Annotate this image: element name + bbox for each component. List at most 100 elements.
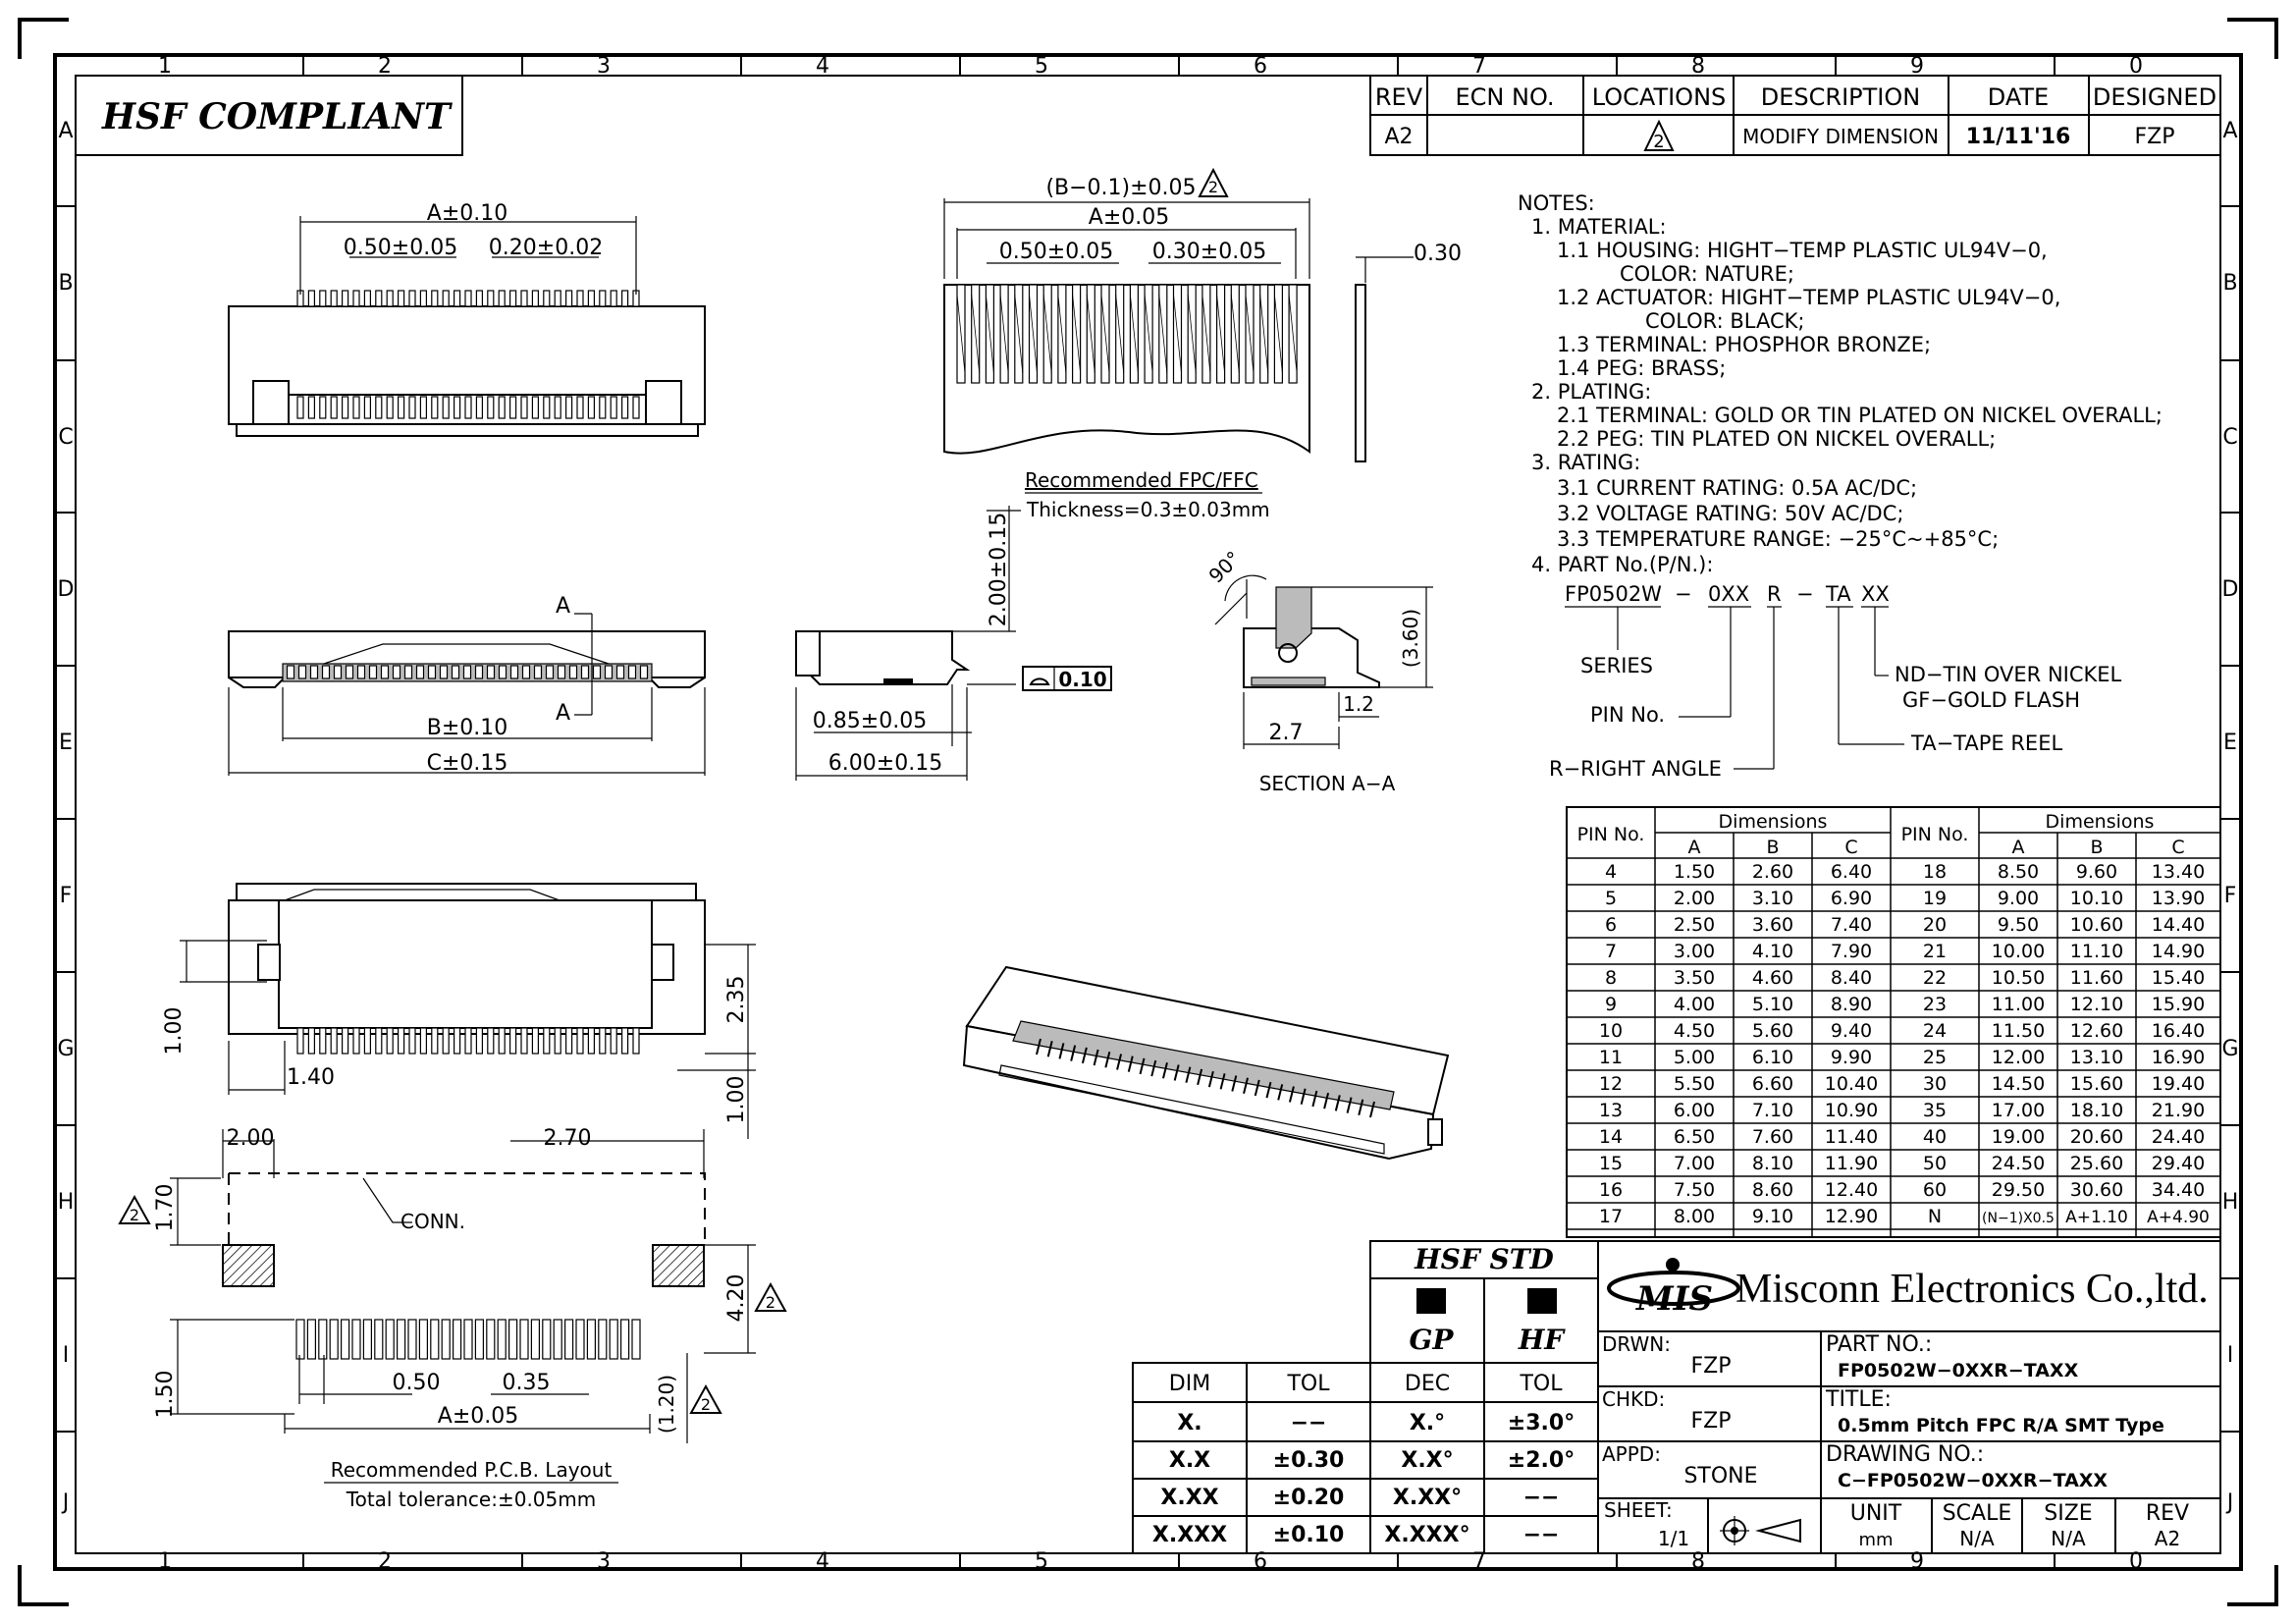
pin [520,1027,528,1055]
iso-pin [1036,1038,1041,1056]
section-view-drawing [1214,574,1433,749]
iso-pin [1334,1095,1341,1111]
pin [374,1319,384,1360]
dimensions-header: Dimensions [2046,811,2155,833]
company-name: Misconn Electronics Co.,ltd. [1735,1267,2209,1312]
pin-table-cell: 25.60 [2070,1153,2123,1174]
iso-pin [1093,1049,1099,1066]
pin [392,665,401,679]
grid-row-label: A [58,119,73,143]
fpc-lead-hatch [1230,294,1240,374]
iso-pin [1150,1059,1157,1077]
iso-pin [1243,1077,1250,1094]
notes-line: 2.2 PEG: TIN PLATED ON NICKEL OVERALL; [1557,427,1996,451]
pin-table-cell: 8.10 [1752,1153,1793,1174]
pin-table-cell: 7.00 [1674,1153,1715,1174]
pin-table-cell: 35 [1923,1100,1947,1121]
pin [599,290,607,307]
pn-series: FP0502W [1565,582,1662,606]
pin [580,665,590,679]
pin-table-cell: 5.60 [1752,1020,1793,1042]
notes-line: NOTES: [1518,191,1595,215]
pin-table-cell: 5.50 [1674,1073,1715,1095]
pin-table-cell: 10.10 [2070,888,2123,909]
pin-table-cell: 6 [1605,914,1617,936]
pin-table-cell: 34.40 [2152,1179,2205,1201]
pin [610,1027,617,1055]
fpc-lead-hatch [1158,294,1168,374]
pin-table-cell: 30 [1923,1073,1947,1095]
tolerance-cell: X.X° [1401,1448,1453,1473]
pin-table-cell: 10.90 [1825,1100,1878,1121]
pin [474,665,484,679]
pin [508,1027,517,1055]
pin [545,665,555,679]
pin [587,396,596,419]
pin [498,396,506,419]
pin [439,665,449,679]
pin [507,1319,518,1360]
pin [352,1027,360,1055]
iso-pin [1058,1043,1065,1059]
date-header: DATE [1988,83,2049,111]
grid-col-label: 7 [1472,1549,1486,1574]
mis-logo-icon [1607,1258,1740,1306]
tolerance-cell: −− [1523,1486,1560,1510]
pin-table-cell: 5.10 [1752,994,1793,1015]
pcb-dim-120: (1.20) [655,1375,678,1434]
pin [568,665,578,679]
pin [620,290,629,307]
iso-pin [1207,1070,1214,1088]
pin-table-cell: 7.10 [1752,1100,1793,1121]
iso-pin [1046,1040,1053,1057]
pin [610,396,617,419]
pn-packing: TA [1825,582,1851,606]
pin [498,1027,506,1055]
pin-table-cell: 9.00 [1998,888,2039,909]
pn-dash: − [1675,582,1692,606]
side-dim-height: 2.00±0.15 [987,513,1011,626]
pin [356,665,366,679]
pin-table-cell: 4.60 [1752,967,1793,989]
tolerance-cell: ±0.20 [1273,1486,1345,1510]
pin-table-cell: 11 [1599,1047,1623,1068]
pin-table-cell: 6.10 [1752,1047,1793,1068]
tolerance-cell: X.° [1410,1411,1445,1435]
pin-table-cell: 13 [1599,1100,1623,1121]
pin [408,1027,416,1055]
grid-col-label: 2 [378,1549,392,1574]
designed-header: DESIGNED [2093,83,2216,111]
pin-table-cell: 7 [1605,941,1617,962]
iso-pin [1323,1092,1330,1110]
tolerance-header: TOL [1519,1372,1563,1396]
pin [431,1027,439,1055]
part-no-value: FP0502W−0XXR−TAXX [1838,1360,2079,1381]
isometric-view-drawing [962,965,1450,1161]
pin [543,396,551,419]
rev-header: REV [1375,83,1423,111]
tolerance-cell: −− [1291,1411,1327,1435]
tolerance-cell: X.X [1169,1448,1210,1473]
pin-table-cell: N [1928,1206,1942,1227]
pin [576,290,584,307]
pin [487,396,495,419]
locations-header: LOCATIONS [1592,83,1727,111]
pin [632,396,640,419]
pin [380,665,390,679]
fpc-lead-hatch [1216,294,1225,374]
tolerance-cell: ±3.0° [1508,1411,1575,1435]
col-c-header: C [1844,837,1857,858]
appd-label: APPD: [1602,1442,1661,1466]
pcb-dim-050: 0.50 [393,1371,441,1395]
pin-table-cell: 6.00 [1674,1100,1715,1121]
fpc-drawing [943,167,1414,462]
drwn-value: FZP [1691,1354,1732,1379]
pin-table-cell: 6.90 [1831,888,1872,909]
pin [639,665,649,679]
pin-table-cell: 8.60 [1752,1179,1793,1201]
pin-table-cell: 11.60 [2070,967,2123,989]
pin [306,1319,316,1360]
pin-table-cell: 8 [1605,967,1617,989]
pin [427,665,437,679]
pin [575,1319,585,1360]
